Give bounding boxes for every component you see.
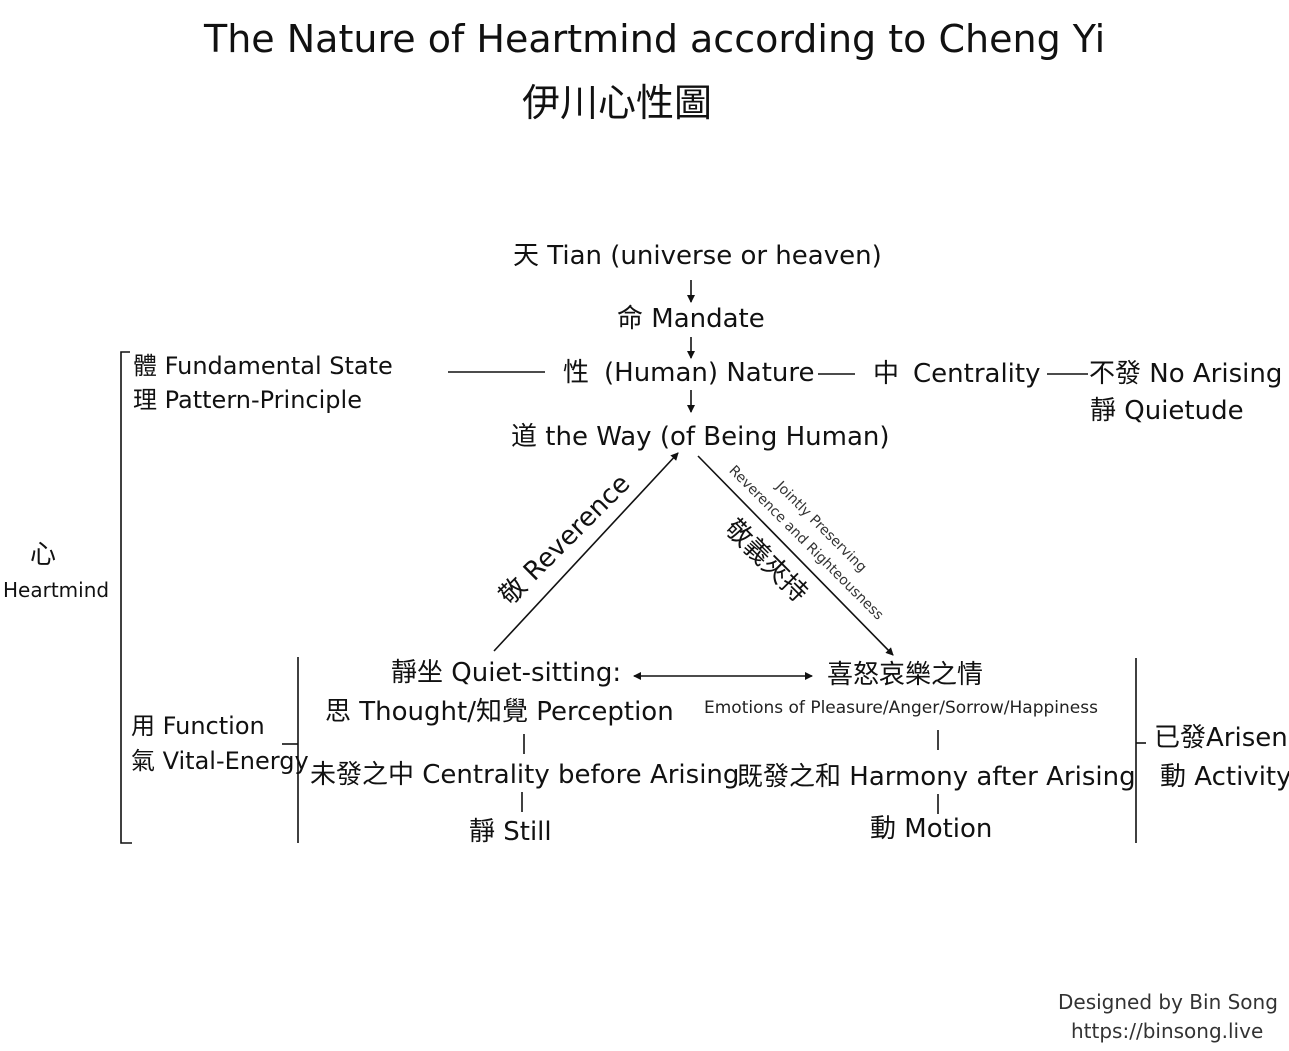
emotions-zh-label: 喜怒哀樂之情 (827, 660, 984, 690)
emotions-en-label: Emotions of Pleasure/Anger/Sorrow/Happin… (704, 698, 1098, 718)
still-label: 靜 Still (469, 817, 552, 847)
credit-designer: Designed by Bin Song (1058, 990, 1278, 1014)
page-title-chinese: 伊川心性圖 (522, 81, 713, 125)
motion-label: 動 Motion (870, 814, 993, 844)
heartmind-en: Heartmind (3, 578, 110, 602)
credit-website[interactable]: https://binsong.live (1071, 1019, 1264, 1043)
way-label: 道 the Way (of Being Human) (511, 422, 890, 452)
nature-zh-label: 性 (563, 358, 590, 388)
nature-en-label: (Human) Nature (604, 358, 815, 388)
function-label: 用 Function (131, 712, 265, 740)
heartmind-bracket (120, 351, 132, 844)
tian-label: 天 Tian (universe or heaven) (513, 241, 882, 271)
centrality-before-arising-label: 未發之中 Centrality before Arising (310, 760, 740, 790)
fundamental-state-label: 體 Fundamental State (133, 352, 393, 380)
quiet-sitting-label: 靜坐 Quiet-sitting: (391, 658, 622, 688)
thought-perception-label: 思 Thought/知覺 Perception (325, 697, 674, 727)
arrow-jointly (697, 455, 894, 656)
vital-energy-label: 氣 Vital-Energy (131, 747, 309, 775)
no-arising-label: 不發 No Arising (1089, 359, 1283, 389)
quietude-label: 靜 Quietude (1090, 396, 1244, 426)
centrality-zh: 中 (873, 359, 900, 389)
mandate-label: 命 Mandate (617, 304, 765, 334)
arrow-reverence (493, 452, 679, 652)
pattern-principle-label: 理 Pattern-Principle (133, 386, 362, 414)
heartmind-zh: 心 (30, 540, 57, 570)
activity-label: 動 Activity (1160, 762, 1289, 792)
page-title: The Nature of Heartmind according to Che… (204, 17, 1106, 61)
centrality-en: Centrality (913, 359, 1041, 389)
harmony-after-arising-label: 既發之和 Harmony after Arising (737, 762, 1136, 792)
arisen-label: 已發Arisen (1154, 723, 1288, 753)
